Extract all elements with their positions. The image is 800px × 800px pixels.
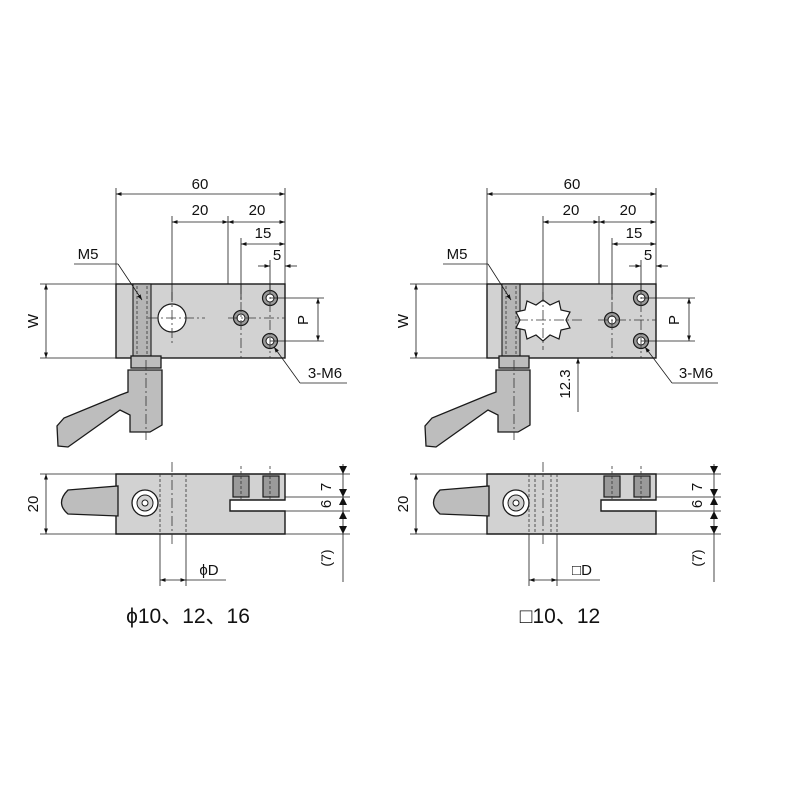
left-dim-7-ref: (7) — [318, 549, 334, 566]
right-dim-p: P — [666, 315, 683, 325]
left-dim-20b: 20 — [249, 202, 266, 219]
left-dim-5: 5 — [273, 247, 281, 264]
left-view: 60 20 20 15 5 W — [25, 176, 350, 628]
left-m5-screw — [132, 283, 152, 357]
left-caption: ϕ10、12、16 — [126, 605, 250, 628]
right-dim-6: 6 — [689, 500, 706, 508]
right-dim-60: 60 — [564, 176, 581, 193]
left-dim-20a: 20 — [192, 202, 209, 219]
left-top-dimensions: 60 20 20 15 5 W — [25, 176, 347, 384]
left-lever-handle — [56, 355, 163, 448]
left-side-lever — [60, 485, 119, 517]
left-side-view: 20 7 6 (7) ϕD — [25, 462, 350, 586]
right-side-dimensions: 20 7 6 (7) □D — [395, 464, 721, 586]
right-label-m5: M5 — [447, 246, 468, 263]
right-dim-w: W — [395, 313, 412, 328]
right-dim-20b: 20 — [620, 202, 637, 219]
left-top-view: 60 20 20 15 5 W — [25, 176, 347, 448]
right-dim-12-3: 12.3 — [557, 369, 574, 398]
left-dim-p: P — [295, 315, 312, 325]
left-dim-bore: ϕD — [199, 562, 218, 579]
right-dim-bore: □D — [572, 562, 592, 579]
right-dim-20a: 20 — [563, 202, 580, 219]
right-dim-7: 7 — [689, 483, 706, 491]
right-dim-15: 15 — [626, 225, 643, 242]
left-dim-20-side: 20 — [25, 496, 42, 513]
right-view: 60 20 20 15 5 W — [395, 176, 721, 628]
right-dim-20-side: 20 — [395, 496, 412, 513]
left-dim-60: 60 — [192, 176, 209, 193]
left-dim-w: W — [25, 313, 42, 328]
right-caption: □10、12 — [520, 605, 600, 628]
left-side-dimensions: 20 7 6 (7) ϕD — [25, 464, 350, 586]
right-lever-handle — [424, 355, 531, 448]
left-label-3m6: 3-M6 — [308, 365, 342, 382]
left-dim-6: 6 — [318, 500, 335, 508]
right-dim-5: 5 — [644, 247, 652, 264]
right-dim-7-ref: (7) — [689, 549, 705, 566]
left-dim-7: 7 — [318, 483, 335, 491]
right-side-view: 20 7 6 (7) □D — [395, 462, 721, 586]
left-label-m5: M5 — [78, 246, 99, 263]
left-dim-15: 15 — [255, 225, 272, 242]
right-m5-screw — [501, 283, 521, 357]
right-label-3m6: 3-M6 — [679, 365, 713, 382]
right-top-view: 60 20 20 15 5 W — [395, 176, 718, 448]
right-side-lever — [432, 485, 490, 517]
right-top-dimensions: 60 20 20 15 5 W — [395, 176, 718, 412]
